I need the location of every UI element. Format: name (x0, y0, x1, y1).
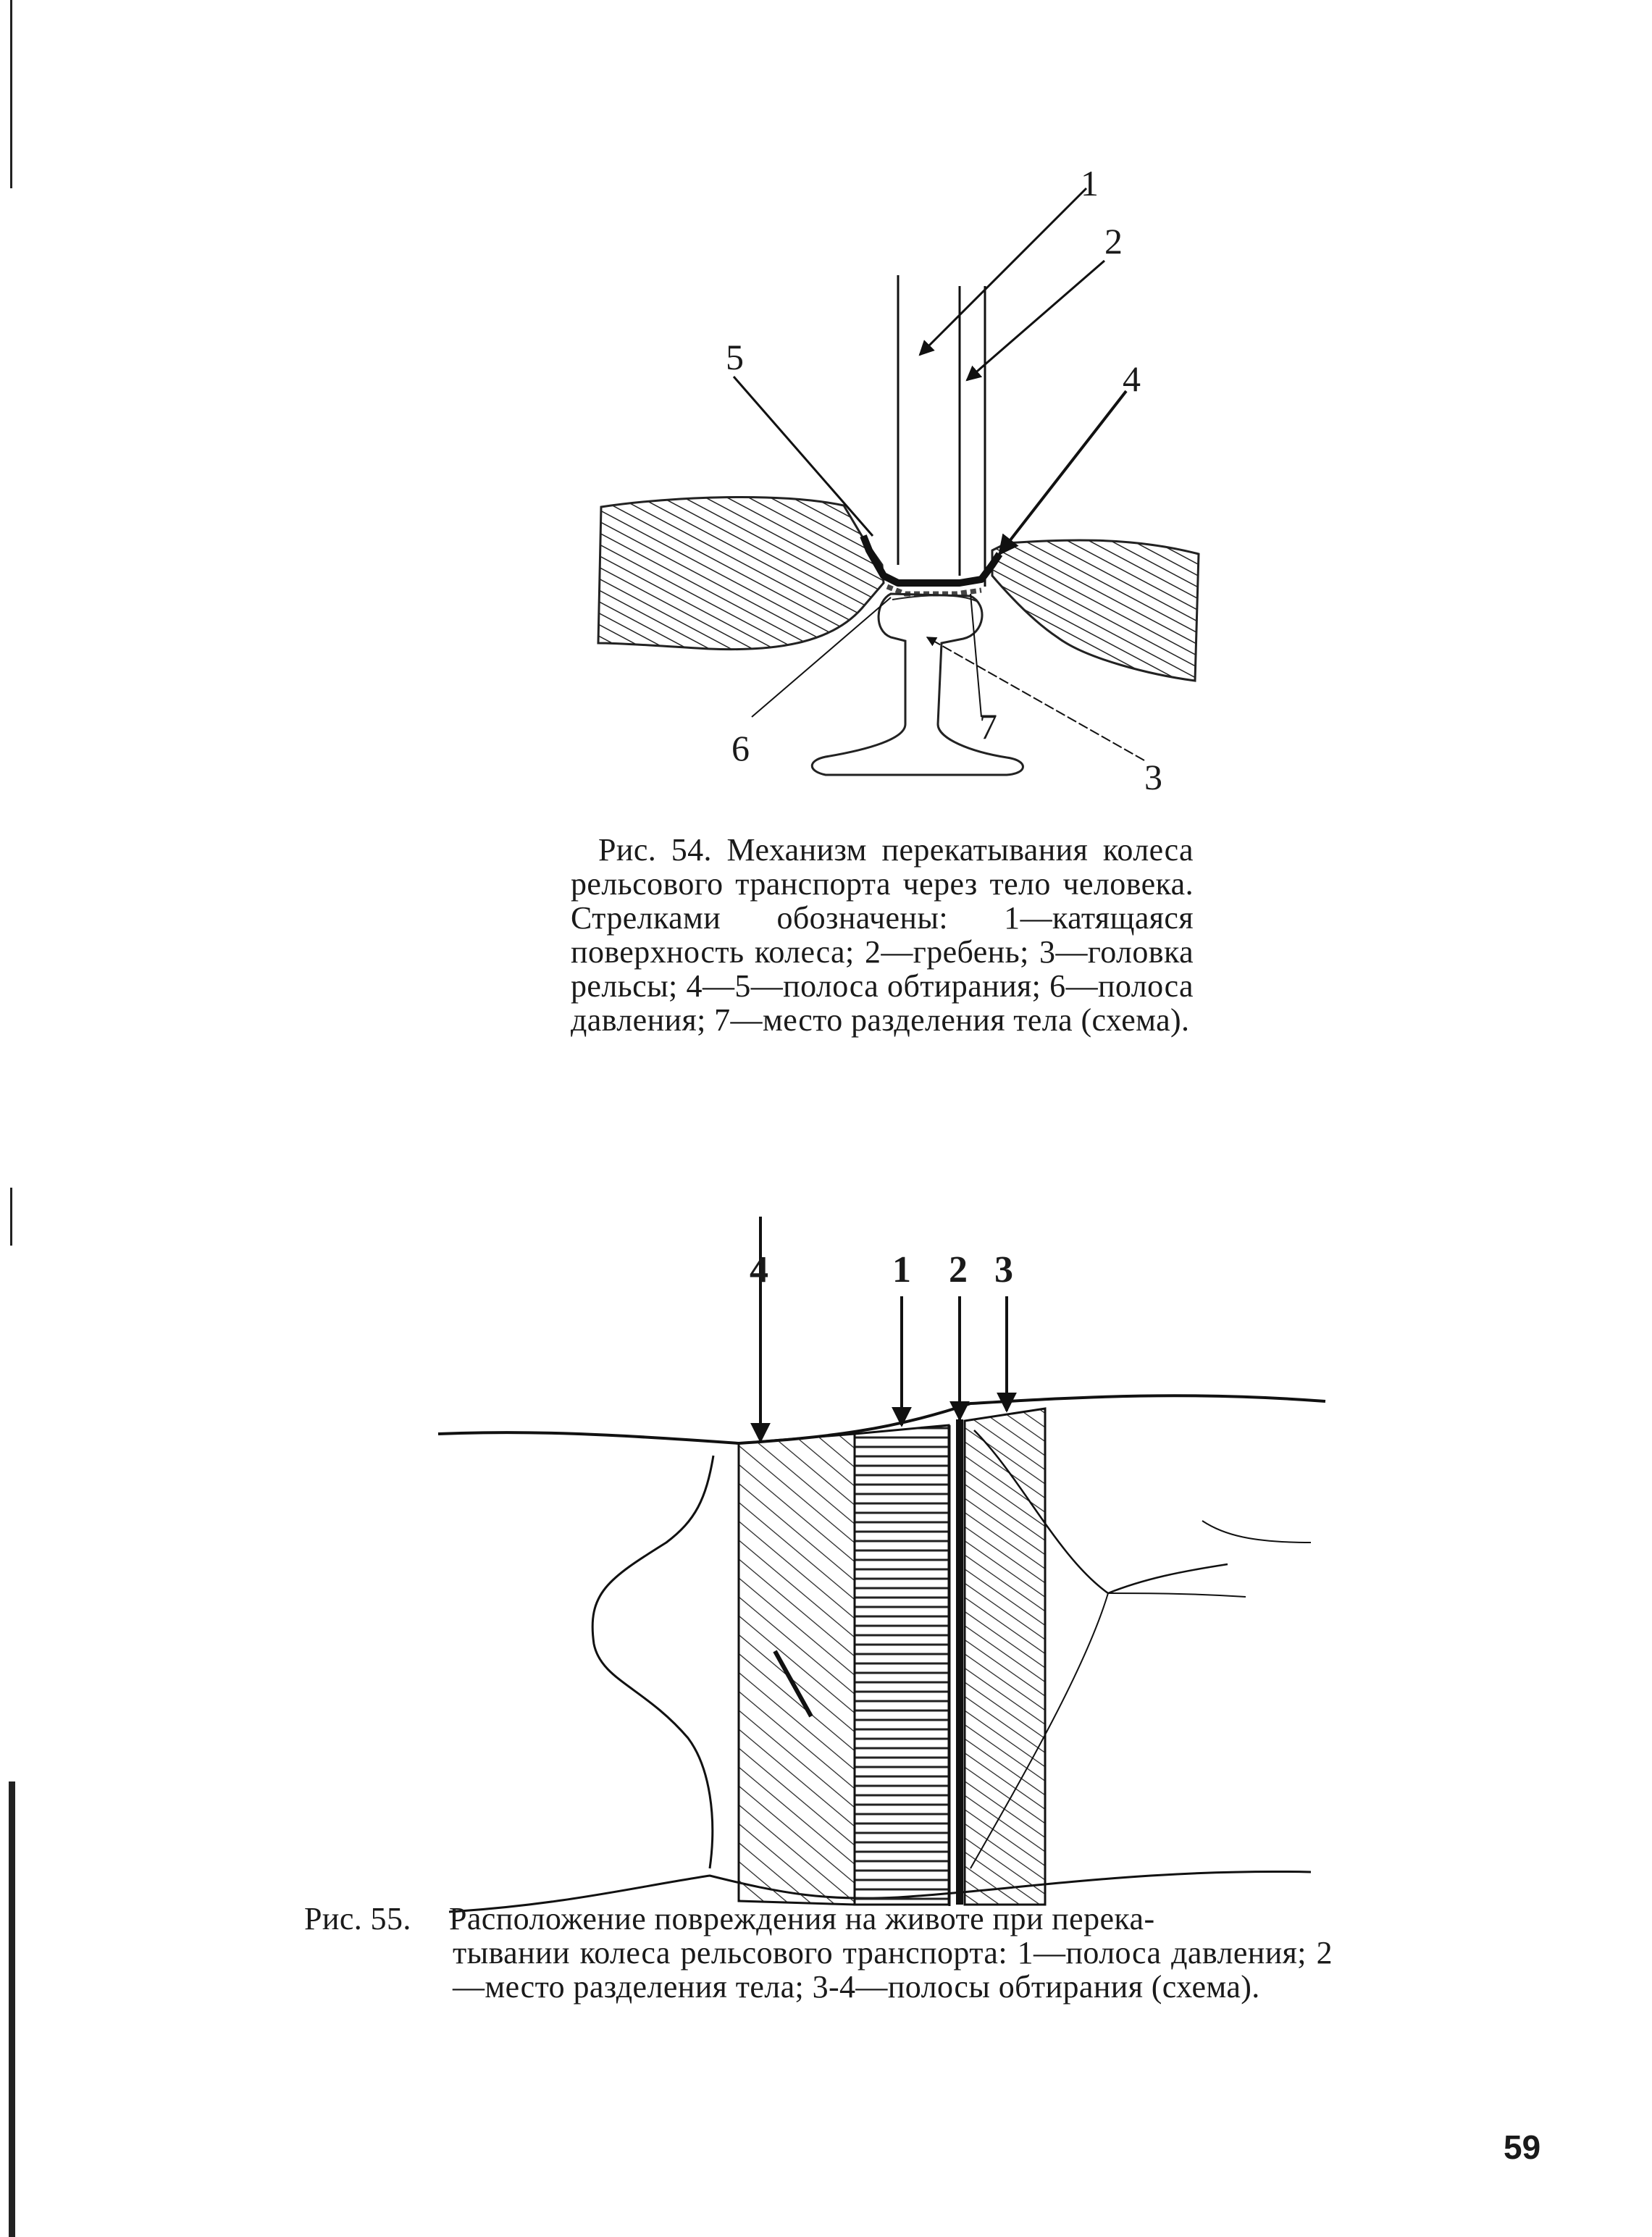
callout-6: 6 (731, 728, 750, 768)
figure-55-label: Рис. 55. (304, 1901, 411, 1936)
scan-edge-mark (9, 1781, 15, 2237)
figure-55-diagram: 4 1 2 3 (437, 1217, 1326, 1913)
callout-3: 3 (1144, 757, 1162, 797)
band-pressure (853, 1424, 950, 1906)
arrow-5 (732, 376, 874, 537)
figure-55-caption-rest: тывании колеса рельсового транспорта: 1—… (453, 1935, 1333, 2005)
callout-4: 4 (1123, 358, 1141, 399)
wiping-band (860, 534, 1003, 587)
organ-contour-right-2 (1107, 1592, 1246, 1598)
tissue-right (991, 539, 1200, 682)
page-number: 59 (1504, 2128, 1541, 2166)
scan-edge-mark (10, 1188, 12, 1246)
callout-7: 7 (979, 706, 997, 747)
organ-contour-right (973, 1430, 1228, 1595)
organ-contour-left (591, 1455, 715, 1869)
callout-1: 1 (1081, 163, 1099, 203)
callout-1: 1 (892, 1249, 911, 1290)
scan-edge-mark (10, 0, 12, 188)
arrow-4 (998, 390, 1128, 556)
arrow-6 (751, 597, 892, 718)
band-wiping-left (737, 1432, 856, 1906)
callout-4: 4 (750, 1249, 768, 1290)
arrow-2 (965, 259, 1105, 382)
callout-5: 5 (726, 337, 744, 377)
arrow-7 (970, 593, 982, 718)
figure-55-caption-line1: Рис. 55. Расположение повреждения на живо… (304, 1902, 1333, 1936)
pressure-band (886, 584, 982, 597)
figure-54-caption: Рис. 54. Механизм перекатывания колеса р… (571, 832, 1194, 1038)
organ-contour-right-3 (970, 1592, 1109, 1869)
figure-55-caption-first-line: Расположение повреждения на животе при п… (449, 1901, 1155, 1936)
tear-mark (773, 1650, 813, 1718)
organ-contour-right-4 (1202, 1520, 1312, 1543)
band-wiping-right (963, 1407, 1047, 1906)
tissue-left (597, 496, 885, 651)
callout-3: 3 (994, 1249, 1013, 1290)
arrow-3 (926, 637, 1145, 761)
callout-2: 2 (1104, 221, 1123, 261)
arrow-1 (918, 187, 1088, 356)
callout-2: 2 (949, 1249, 968, 1290)
abdomen-top-contour (437, 1394, 1326, 1445)
figure-55-caption: Рис. 55. Расположение повреждения на живо… (304, 1902, 1333, 2004)
figure-54-diagram: 1 2 4 5 6 7 3 (597, 163, 1200, 797)
rail-profile (810, 592, 1024, 776)
